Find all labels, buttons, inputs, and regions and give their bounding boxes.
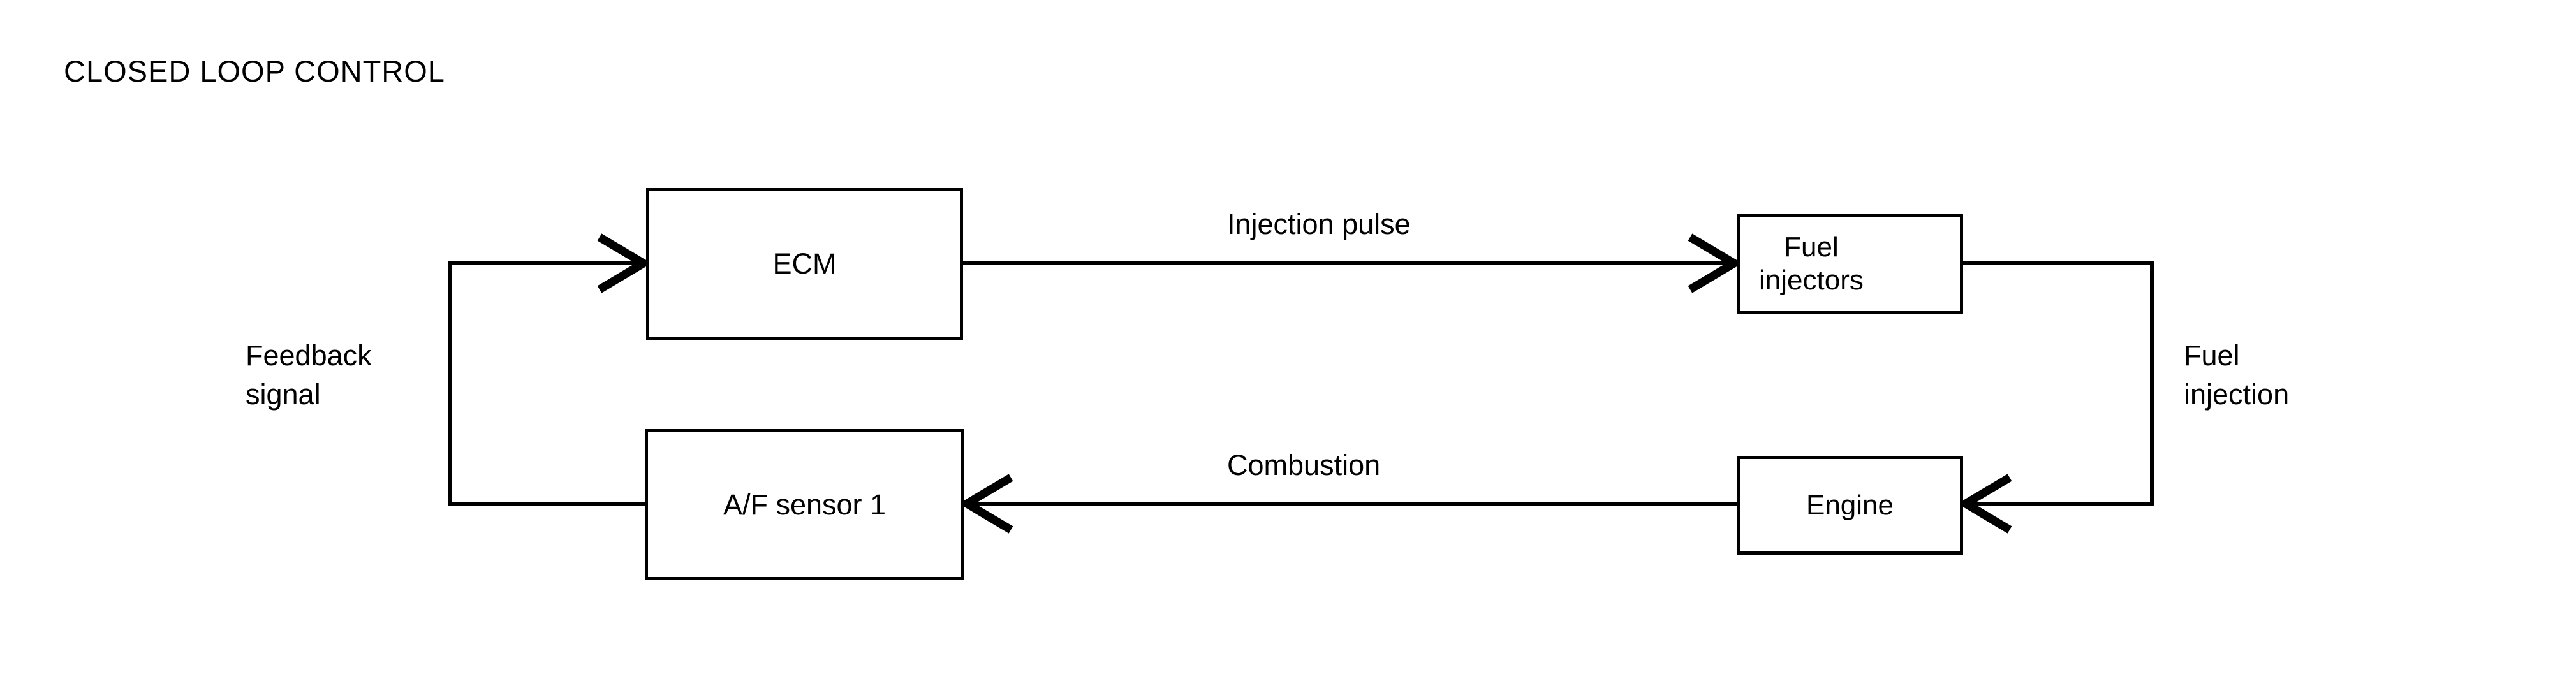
node-fuel-injectors[interactable]: Fuel injectors bbox=[1737, 214, 1963, 314]
page-title: CLOSED LOOP CONTROL bbox=[64, 54, 445, 88]
node-ecm-label: ECM bbox=[772, 247, 837, 281]
arrowhead-right-ecm bbox=[597, 233, 652, 293]
node-ecm[interactable]: ECM bbox=[646, 188, 963, 340]
edge-label-feedback-signal: Feedback signal bbox=[246, 339, 372, 411]
edge-label-injection-pulse: Injection pulse bbox=[1227, 208, 1411, 240]
edge-feedback-signal bbox=[448, 233, 652, 506]
node-engine-label: Engine bbox=[1806, 489, 1894, 521]
node-af-sensor-label: A/F sensor 1 bbox=[723, 488, 887, 521]
node-fuel-injectors-label: Fuel injectors bbox=[1759, 231, 1864, 296]
node-af-sensor[interactable]: A/F sensor 1 bbox=[645, 429, 964, 580]
node-engine[interactable]: Engine bbox=[1737, 456, 1963, 555]
edge-injection-pulse bbox=[963, 233, 1742, 293]
edge-line-fuel-injection bbox=[1963, 261, 2154, 506]
arrowhead-right-fuel-injectors bbox=[1688, 233, 1742, 293]
edge-fuel-injection bbox=[1957, 261, 2154, 534]
edge-combustion bbox=[959, 474, 1737, 534]
edge-line-feedback-signal bbox=[448, 261, 645, 506]
edge-label-fuel-injection: Fuel injection bbox=[2184, 339, 2290, 411]
edge-label-combustion: Combustion bbox=[1227, 449, 1381, 481]
arrowhead-left-engine bbox=[1957, 474, 2012, 534]
arrowhead-left-af-sensor bbox=[959, 474, 1013, 534]
